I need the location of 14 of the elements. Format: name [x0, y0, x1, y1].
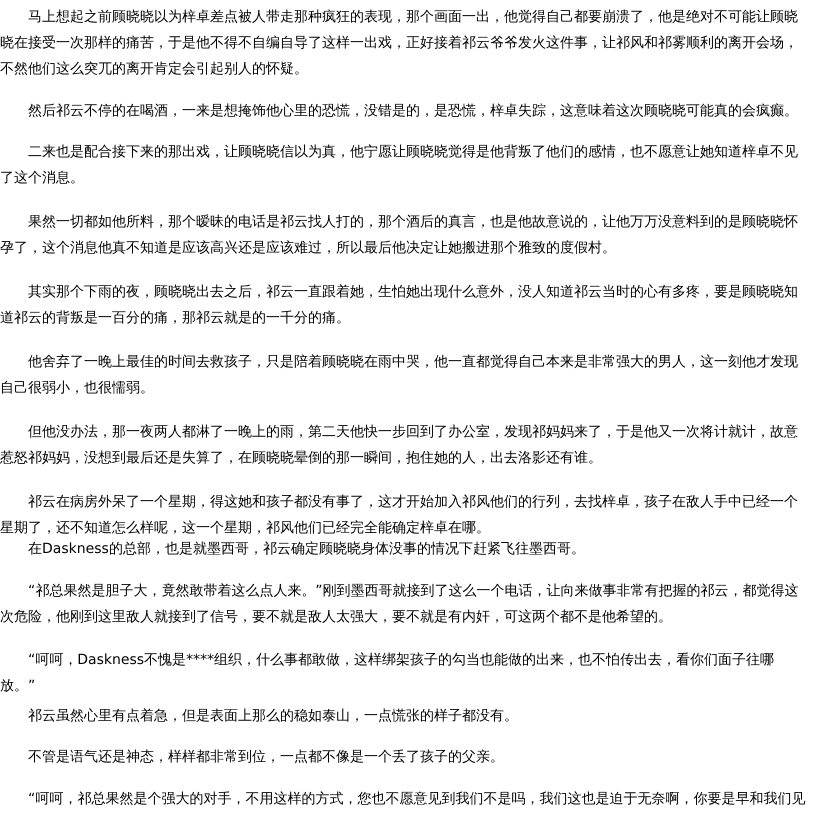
- paragraph: “祁总果然是胆子大，竟然敢带着这么点人来。”刚到墨西哥就接到了这么一个电话，让向来做事非常有把握的祁云，都觉得这次危险，他刚到这里敌人就接到了信号，要不就是敌人太强大，要不就是有内奸，可这两个都不是他希望的。: [0, 582, 800, 627]
- paragraph: 然后祁云不停的在喝酒，一来是想掩饰他心里的恐慌，没错是的，是恐慌，梓卓失踪，这意味着这次顾晓晓可能真的会疯癫。: [27, 102, 799, 121]
- paragraph: 祁云虽然心里有点着急，但是表面上那么的稳如泰山，一点慌张的样子都没有。: [27, 707, 519, 726]
- paragraph: 二来也是配合接下来的那出戏，让顾晓晓信以为真，他宁愿让顾晓晓觉得是他背叛了他们的感情，也不愿意让她知道梓卓不见了这个消息。: [0, 143, 799, 188]
- paragraph: 他舍弃了一晚上最佳的时间去救孩子，只是陪着顾晓晓在雨中哭，他一直都觉得自己本来是非常强大的男人，这一刻他才发现自己很弱小，也很懦弱。: [0, 353, 799, 398]
- paragraph: 其实那个下雨的夜，顾晓晓出去之后，祁云一直跟着她，生怕她出现什么意外，没人知道祁云当时的心有多疼，要是顾晓晓知道祁云的背叛是一百分的痛，那祁云就是的一千分的痛。: [0, 283, 799, 328]
- paragraph: “呵呵，祁总果然是个强大的对手，不用这样的方式，您也不愿意见到我们不是吗，我们这也是迫于无奈啊，你要是早和我们见: [27, 790, 806, 809]
- paragraph: “呵呵，Daskness不愧是****组织，什么事都敢做，这样绑架孩子的勾当也能做的出来，也不怕传出去，看你们面子往哪放。”: [0, 651, 776, 696]
- paragraph: 祁云在病房外呆了一个星期，得这她和孩子都没有事了，这才开始加入祁风他们的行列，去找梓卓，孩子在敌人手中已经一个星期了，还不知道怎么样呢，这一个星期，祁风他们已经完全能确定梓卓在哪。: [0, 493, 799, 538]
- paragraph: 不管是语气还是神态，样样都非常到位，一点都不像是一个丢了孩子的父亲。: [27, 748, 505, 767]
- paragraph: 马上想起之前顾晓晓以为梓卓差点被人带走那种疯狂的表现，那个画面一出，他觉得自己都要崩溃了，他是绝对不可能让顾晓晓在接受一次那样的痛苦，于是他不得不自编自导了这样一出戏，正好接着祁云爷爷发火这件事，让祁风和祁雾顺利的离开会场，不然他们这么突兀的离开肯定会引起别人的怀疑。: [0, 8, 799, 79]
- paragraph: 但他没办法，那一夜两人都淋了一晚上的雨，第二天他快一步回到了办公室，发现祁妈妈来了，于是他又一次将计就计，故意惹怒祁妈妈，没想到最后还是失算了，在顾晓晓晕倒的那一瞬间，抱住她的人，出去洛影还有谁。: [0, 423, 799, 468]
- paragraph: 果然一切都如他所料，那个暧昧的电话是祁云找人打的，那个酒后的真言，也是他故意说的，让他万万没意料到的是顾晓晓怀孕了，这个消息他真不知道是应该高兴还是应该难过，所以最后他决定让她搬进那个雅致的度假村。: [0, 213, 799, 258]
- paragraph: 在Daskness的总部，也是就墨西哥，祁云确定顾晓晓身体没事的情况下赶紧飞往墨西哥。: [27, 540, 586, 559]
